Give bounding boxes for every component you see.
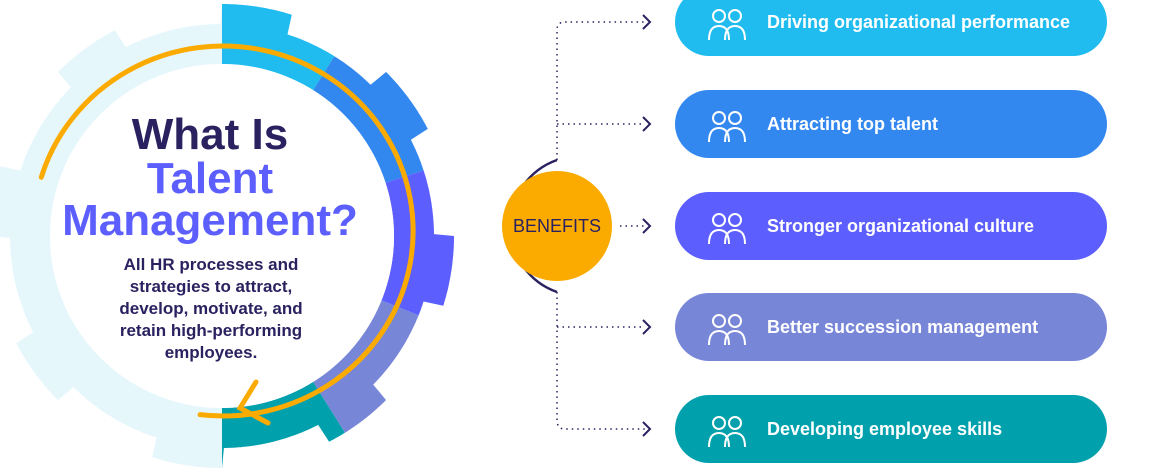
connector-5 bbox=[556, 292, 645, 430]
cycle-arrow-arc bbox=[38, 43, 416, 419]
benefit-label: Driving organizational performance bbox=[767, 11, 1071, 32]
benefit-item: Driving organizational performance bbox=[675, 0, 1107, 56]
magnet-person-icon bbox=[703, 100, 751, 148]
employee-gear-icon bbox=[703, 405, 751, 453]
benefits-label: BENEFITS bbox=[512, 215, 601, 236]
benefit-item: Attracting top talent bbox=[675, 90, 1107, 158]
team-globe-gear-icon bbox=[703, 0, 751, 46]
benefit-label: Developing employee skills bbox=[767, 418, 1003, 439]
gear-segment bbox=[313, 300, 419, 433]
connector-1 bbox=[556, 21, 645, 160]
benefits-hub: BENEFITS bbox=[502, 171, 612, 281]
arrow-icon bbox=[642, 319, 652, 335]
benefit-label: Stronger organizational culture bbox=[767, 215, 1035, 236]
gear-graphic bbox=[0, 4, 454, 468]
gear-segment bbox=[222, 4, 335, 91]
gear-segment bbox=[222, 381, 345, 468]
arrow-icon bbox=[642, 116, 652, 132]
benefit-item: Stronger organizational culture bbox=[675, 192, 1107, 260]
benefit-label: Attracting top talent bbox=[767, 113, 938, 134]
group-growth-icon bbox=[703, 202, 751, 250]
gear-left-half bbox=[0, 4, 222, 468]
arrow-icon bbox=[642, 421, 652, 437]
arrow-icon bbox=[642, 218, 652, 234]
family-succession-icon bbox=[703, 303, 751, 351]
benefit-label: Better succession management bbox=[767, 316, 1039, 337]
benefit-item: Better succession management bbox=[675, 293, 1107, 361]
description: All HR processes and strategies to attra… bbox=[119, 255, 303, 362]
arrow-icon bbox=[642, 14, 652, 30]
title-line-1: What Is bbox=[131, 110, 289, 159]
gear-center bbox=[50, 64, 394, 408]
title-line-3: Management? bbox=[62, 196, 358, 245]
title-line-2: Talent bbox=[146, 154, 274, 203]
gear-segment bbox=[381, 170, 454, 316]
arrowhead-icon bbox=[236, 379, 271, 426]
benefit-item: Developing employee skills bbox=[675, 395, 1107, 463]
